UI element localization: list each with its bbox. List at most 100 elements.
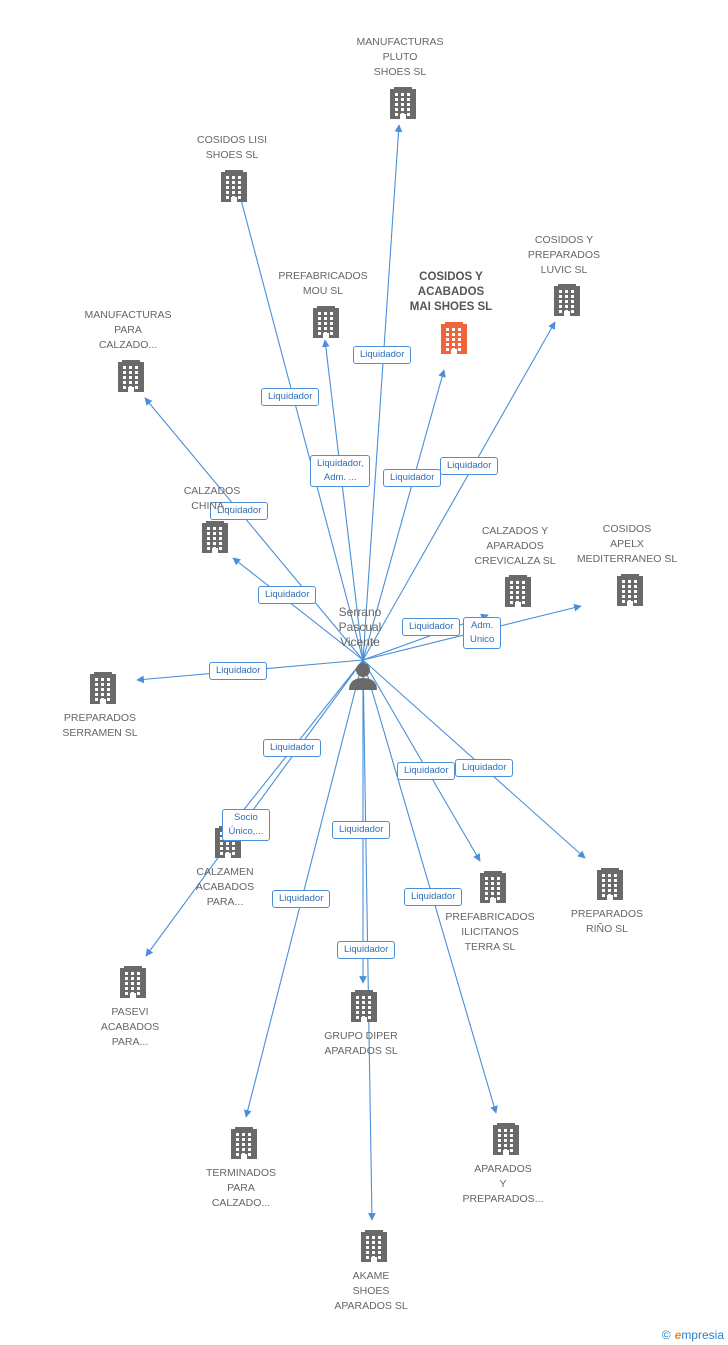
building-icon-pasevi[interactable] xyxy=(120,966,146,998)
edge-manuf-calzado xyxy=(144,397,364,661)
company-label-line: CALZAMEN xyxy=(196,866,254,878)
edge-label-ilicitanos[interactable]: Liquidador xyxy=(397,762,456,780)
edge-label-text: Adm. ... xyxy=(323,472,357,483)
edge-pluto xyxy=(362,124,403,661)
company-label-line: GRUPO DIPER xyxy=(324,1030,398,1042)
copyright-symbol: © xyxy=(661,1328,671,1342)
company-label-line: SHOES SL xyxy=(205,149,259,161)
building-icon-mai[interactable] xyxy=(441,322,467,354)
building-icon-apelx[interactable] xyxy=(617,574,643,606)
company-label-line: APARADOS SL xyxy=(334,1300,408,1312)
edge-label-terminados[interactable]: Liquidador xyxy=(272,890,331,908)
company-label-lisi[interactable]: COSIDOS LISI SHOES SL xyxy=(167,133,297,163)
building-icon-pluto[interactable] xyxy=(390,87,416,119)
empresia-brand[interactable]: ©empresia xyxy=(662,1328,724,1342)
company-label-line: CALZADO... xyxy=(98,339,158,351)
company-label-line: COSIDOS xyxy=(602,523,652,535)
edge-label-lisi[interactable]: Liquidador xyxy=(261,388,320,406)
company-label-line: TERRA SL xyxy=(464,941,516,953)
person-name-line: Serrano xyxy=(338,605,382,619)
company-label-line: CALZADOS Y xyxy=(481,525,549,537)
edge-label-text: Liquidador, xyxy=(317,458,364,469)
building-icon-crevicalza[interactable] xyxy=(505,575,531,607)
building-icon-luvic[interactable] xyxy=(554,284,580,316)
edge-label-text: Liquidador xyxy=(411,891,456,902)
edge-label-apelx[interactable]: Adm.Unico xyxy=(463,617,502,649)
edge-lisi xyxy=(233,176,364,661)
edge-label-mai[interactable]: Liquidador xyxy=(383,469,442,487)
building-icon-diper[interactable] xyxy=(351,990,377,1022)
company-label-line: RIÑO SL xyxy=(585,923,628,935)
edge-label-text: Liquidador xyxy=(404,765,449,776)
edge-label-text: Liquidador xyxy=(360,349,405,360)
building-icon-lisi[interactable] xyxy=(221,170,247,202)
edge-label-aparados-prep[interactable]: Liquidador xyxy=(404,888,463,906)
building-icon-aparados-prep[interactable] xyxy=(493,1123,519,1155)
company-label-line: APARADOS xyxy=(486,540,544,552)
edge-label-text: Liquidador xyxy=(447,460,492,471)
building-icon-serramen[interactable] xyxy=(90,672,116,704)
edge-label-manuf-calzado[interactable]: Liquidador xyxy=(210,502,269,520)
edge-label-text: Socio xyxy=(234,812,258,823)
nodes-layer xyxy=(90,87,643,1262)
edge-label-rino[interactable]: Liquidador xyxy=(455,759,514,777)
edge-terminados xyxy=(243,659,364,1118)
company-label-line: ILICITANOS xyxy=(461,926,519,938)
building-icon-ilicitanos[interactable] xyxy=(480,871,506,903)
building-icon-terminados[interactable] xyxy=(231,1127,257,1159)
brand-name: mpresia xyxy=(681,1328,724,1342)
edge-label-text: Unico xyxy=(470,634,495,645)
company-label-line: COSIDOS Y xyxy=(419,271,483,283)
edge-label-text: Liquidador xyxy=(265,589,310,600)
edge-label-serramen[interactable]: Liquidador xyxy=(209,662,268,680)
edge-label-china[interactable]: Liquidador xyxy=(258,586,317,604)
company-label-line: PARA xyxy=(114,324,142,336)
person-icon[interactable] xyxy=(349,663,377,690)
edge-label-luvic[interactable]: Liquidador xyxy=(440,457,499,475)
edge-label-crevicalza[interactable]: Liquidador xyxy=(402,618,461,636)
edge-label-text: Liquidador xyxy=(390,472,435,483)
edge-ilicitanos xyxy=(362,659,481,862)
edge-label-pluto[interactable]: Liquidador xyxy=(353,346,412,364)
edge-mai xyxy=(362,369,446,661)
edge-label-text: Liquidador xyxy=(216,665,261,676)
building-icon-china[interactable] xyxy=(202,521,228,553)
company-label-line: CALZADO... xyxy=(211,1197,271,1209)
edge-mou xyxy=(321,339,364,661)
edge-akame xyxy=(362,659,376,1221)
building-icon-manuf-calzado[interactable] xyxy=(118,360,144,392)
building-icon-rino[interactable] xyxy=(597,868,623,900)
edge-label-diper[interactable]: Liquidador xyxy=(332,821,391,839)
edge-label-mou[interactable]: Liquidador, Adm. ... xyxy=(310,455,371,487)
edge-label-text: Liquidador xyxy=(279,893,324,904)
building-icon-akame[interactable] xyxy=(361,1230,387,1262)
company-label-line: PREPARADOS xyxy=(63,712,137,724)
edge-label-akame[interactable]: Liquidador xyxy=(337,941,396,959)
company-label-line: COSIDOS LISI xyxy=(196,134,268,146)
company-label-rino[interactable]: PREPARADOS RIÑO SL xyxy=(542,907,672,937)
company-label-line: MEDITERRANEO SL xyxy=(576,553,678,565)
company-label-line: PASEVI xyxy=(111,1006,149,1018)
company-label-line: PREPARADOS xyxy=(570,908,644,920)
edge-label-calzamen[interactable]: Liquidador xyxy=(263,739,322,757)
building-icon-mou[interactable] xyxy=(313,306,339,338)
